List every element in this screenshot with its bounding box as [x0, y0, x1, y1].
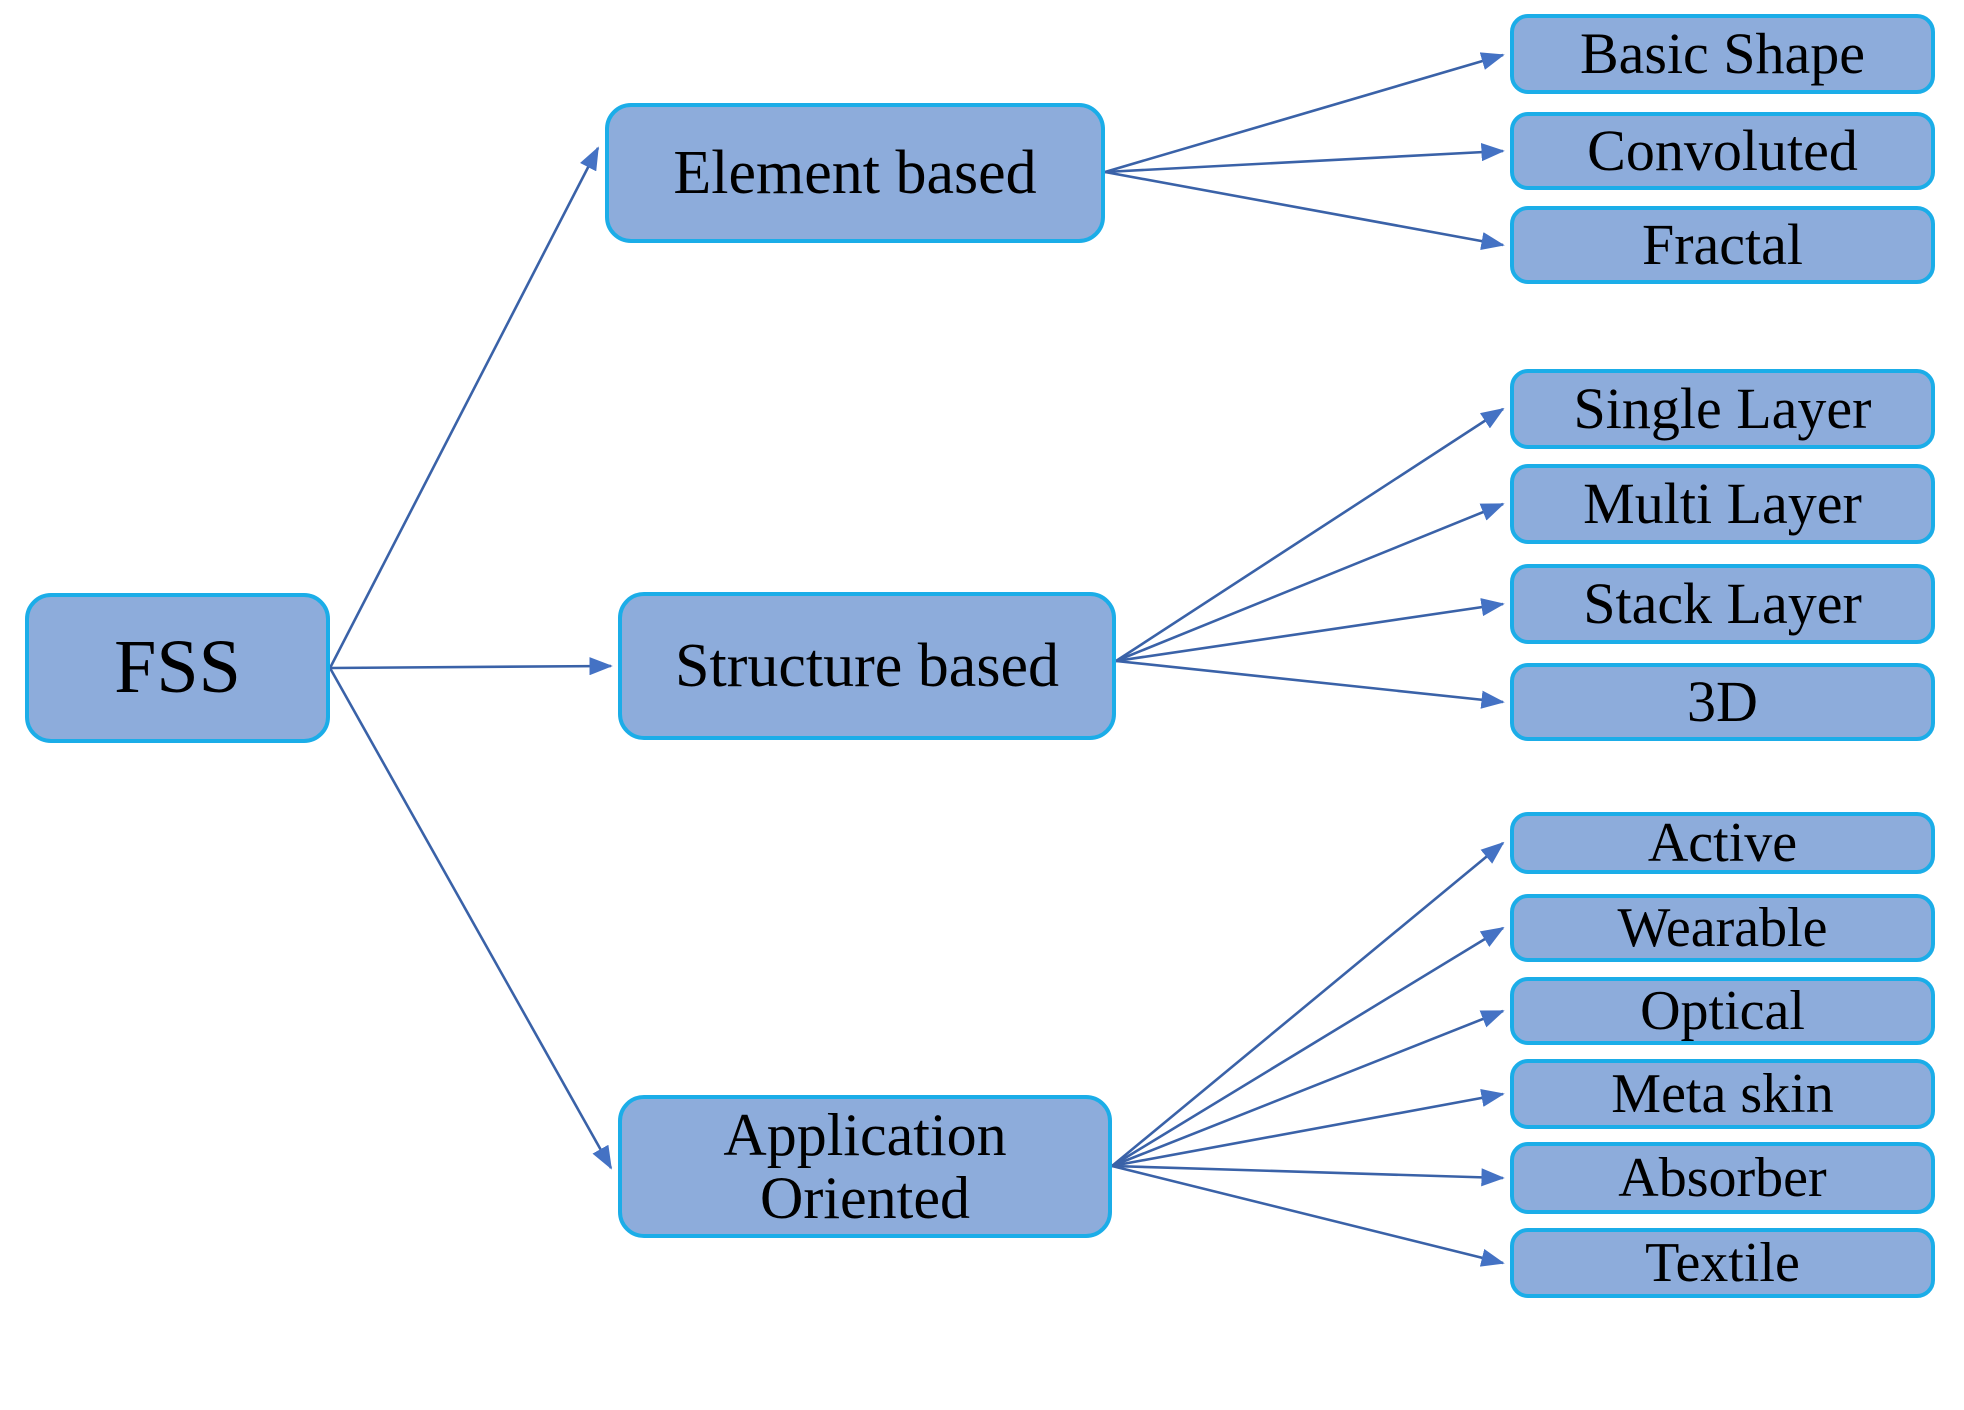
- edge-fss-to-application-oriented: [328, 667, 613, 1170]
- node-branch-application-oriented[interactable]: Application Oriented: [618, 1095, 1112, 1238]
- edge-application-oriented-to-optical: [1111, 1009, 1505, 1168]
- edge-application-oriented-to-wearable: [1111, 926, 1505, 1168]
- node-branch-element-based-label: Element based: [673, 138, 1037, 207]
- node-leaf-basic-shape-label: Basic Shape: [1579, 20, 1866, 86]
- node-branch-element-based[interactable]: Element based: [605, 103, 1105, 243]
- edge-application-oriented-to-textile: [1111, 1164, 1505, 1267]
- node-branch-structure-based-label: Structure based: [675, 631, 1059, 700]
- node-root-fss[interactable]: FSS: [25, 593, 330, 743]
- node-leaf-single-layer[interactable]: Single Layer: [1510, 369, 1935, 449]
- edge-fss-to-structure-based: [329, 657, 613, 676]
- edge-application-oriented-to-active: [1111, 841, 1505, 1168]
- node-leaf-meta-skin-label: Meta skin: [1611, 1062, 1834, 1125]
- node-leaf-multi-layer[interactable]: Multi Layer: [1510, 464, 1935, 544]
- node-root-fss-label: FSS: [114, 625, 241, 710]
- node-leaf-meta-skin[interactable]: Meta skin: [1510, 1059, 1935, 1129]
- edge-fss-to-element-based: [328, 146, 600, 669]
- node-leaf-single-layer-label: Single Layer: [1573, 375, 1872, 441]
- node-leaf-absorber[interactable]: Absorber: [1510, 1142, 1935, 1214]
- node-leaf-convoluted[interactable]: Convoluted: [1510, 112, 1935, 190]
- node-branch-structure-based[interactable]: Structure based: [618, 592, 1116, 740]
- edge-structure-based-to-stack-layer: [1115, 598, 1505, 663]
- node-leaf-stack-layer-label: Stack Layer: [1583, 570, 1862, 636]
- node-leaf-active-label: Active: [1647, 811, 1798, 874]
- node-branch-application-oriented-label: Application Oriented: [723, 1102, 1007, 1231]
- node-leaf-wearable-label: Wearable: [1617, 896, 1828, 959]
- node-leaf-optical-label: Optical: [1640, 979, 1805, 1042]
- edge-structure-based-to-three-d: [1115, 659, 1505, 709]
- node-leaf-wearable[interactable]: Wearable: [1510, 894, 1935, 962]
- node-leaf-stack-layer[interactable]: Stack Layer: [1510, 564, 1935, 644]
- node-leaf-convoluted-label: Convoluted: [1587, 117, 1858, 183]
- edge-structure-based-to-single-layer: [1115, 407, 1505, 663]
- node-leaf-basic-shape[interactable]: Basic Shape: [1510, 14, 1935, 94]
- node-leaf-fractal-label: Fractal: [1641, 211, 1804, 277]
- edge-element-based-to-fractal: [1104, 170, 1505, 251]
- edge-application-oriented-to-absorber: [1111, 1164, 1505, 1187]
- node-leaf-fractal[interactable]: Fractal: [1510, 206, 1935, 284]
- edge-structure-based-to-multi-layer: [1115, 502, 1505, 663]
- node-leaf-multi-layer-label: Multi Layer: [1583, 470, 1862, 536]
- node-leaf-textile[interactable]: Textile: [1510, 1228, 1935, 1298]
- node-leaf-three-d-label: 3D: [1687, 668, 1758, 734]
- node-leaf-textile-label: Textile: [1645, 1231, 1800, 1294]
- edge-application-oriented-to-meta-skin: [1111, 1088, 1505, 1168]
- node-leaf-absorber-label: Absorber: [1618, 1146, 1827, 1209]
- node-leaf-active[interactable]: Active: [1510, 812, 1935, 874]
- node-leaf-optical[interactable]: Optical: [1510, 977, 1935, 1045]
- node-leaf-three-d[interactable]: 3D: [1510, 663, 1935, 741]
- edge-element-based-to-basic-shape: [1104, 52, 1505, 174]
- edge-element-based-to-convoluted: [1104, 143, 1505, 174]
